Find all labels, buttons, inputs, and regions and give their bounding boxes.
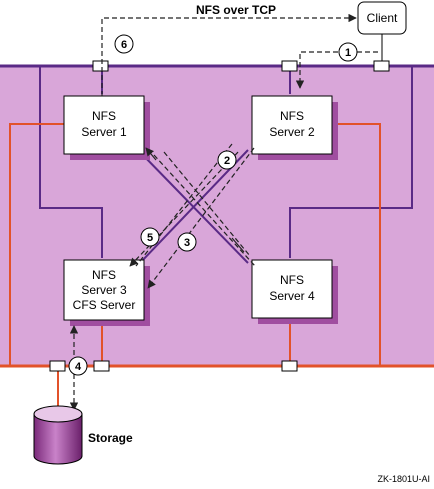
svg-text:4: 4 xyxy=(75,361,82,373)
storage-icon xyxy=(33,405,83,465)
step-badge-6: 6 xyxy=(114,34,134,54)
flow-5-head xyxy=(145,147,157,161)
step-badge-3: 3 xyxy=(177,232,197,252)
server-3: NFS Server 3 CFS Server xyxy=(63,259,150,326)
flow-3-head xyxy=(231,237,245,253)
flow-3 xyxy=(153,154,256,267)
flow-5b xyxy=(129,149,241,267)
server-4-label-line2: Server 4 xyxy=(269,289,315,303)
server-2-label-line1: NFS xyxy=(280,109,304,123)
server-3-label-line2: Server 3 xyxy=(81,283,127,297)
flow-2 xyxy=(147,147,255,289)
svg-text:5: 5 xyxy=(147,232,153,244)
step-badge-2: 2 xyxy=(217,150,237,170)
server-1: NFS Server 1 xyxy=(63,95,150,160)
client: Client xyxy=(357,1,407,35)
flow-3b xyxy=(163,151,251,257)
port-markers xyxy=(49,60,390,372)
figure-id: ZK-1801U-AI xyxy=(377,474,430,484)
server-1-label-line1: NFS xyxy=(92,109,116,123)
diagram-title: NFS over TCP xyxy=(196,3,276,17)
server-4-label-line1: NFS xyxy=(280,273,304,287)
server-1-label-line2: Server 1 xyxy=(81,125,127,139)
server-4: NFS Server 4 xyxy=(251,259,338,324)
step-badge-4: 4 xyxy=(68,356,88,376)
svg-text:2: 2 xyxy=(224,155,230,167)
svg-text:3: 3 xyxy=(184,237,190,249)
client-label: Client xyxy=(367,11,398,25)
step-badge-5: 5 xyxy=(140,227,160,247)
step-badge-1: 1 xyxy=(338,42,358,62)
server-2-label-line2: Server 2 xyxy=(269,125,315,139)
step-badges: 1 2 3 4 5 6 xyxy=(68,34,358,376)
server-3-label-line1: NFS xyxy=(92,268,116,282)
server-3-label-line3: CFS Server xyxy=(73,298,136,312)
svg-text:6: 6 xyxy=(121,39,127,51)
svg-text:1: 1 xyxy=(345,47,351,59)
storage-links xyxy=(9,123,381,420)
server-2: NFS Server 2 xyxy=(251,95,338,160)
flow-6 xyxy=(101,13,357,96)
storage-label: Storage xyxy=(88,431,133,445)
